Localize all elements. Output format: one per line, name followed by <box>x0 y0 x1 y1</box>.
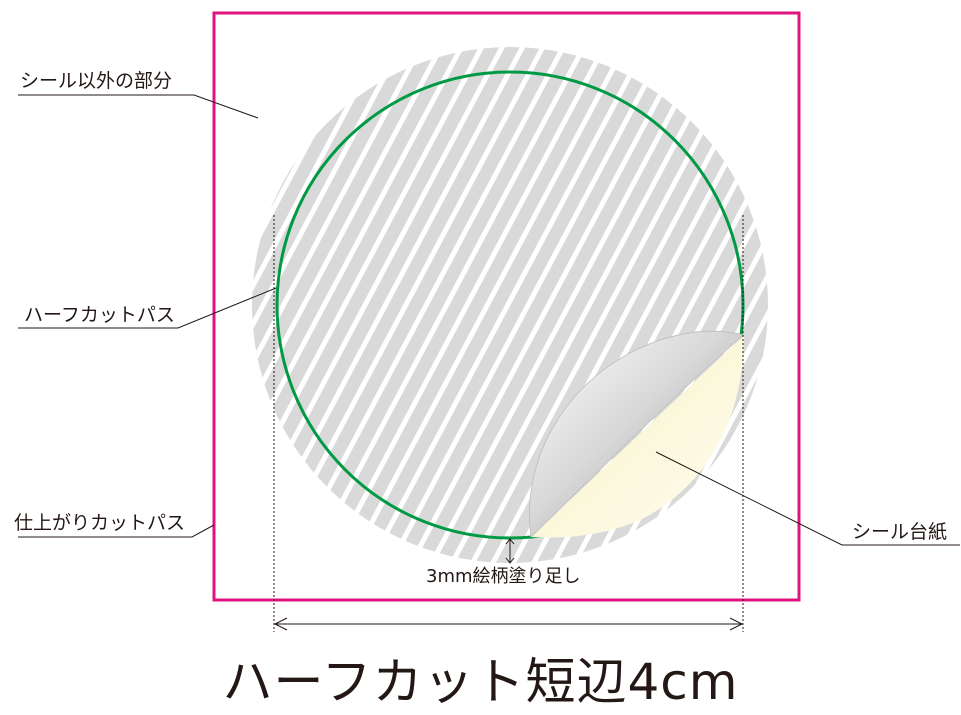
finish-cut-path-label: 仕上がりカットパス <box>14 512 186 534</box>
finish-cut-frame <box>212 11 801 602</box>
bleed-area-circle <box>252 47 768 563</box>
half-cut-path-label: ハーフカットパス <box>24 304 175 326</box>
backing-paper-label: シール台紙 <box>852 521 948 543</box>
peel-corner <box>529 330 745 538</box>
outside-area-label: シール以外の部分 <box>20 70 173 92</box>
backing-paper-shape <box>531 335 744 538</box>
leader-half-cut-path <box>18 287 277 329</box>
bleed-dimension-arrow <box>505 538 515 564</box>
leader-backing-paper <box>655 451 960 546</box>
leader-outside-area <box>18 94 259 119</box>
peeled-flap-shape <box>529 330 745 538</box>
leader-finish-cut-path <box>18 524 215 538</box>
width-dimension-arrow <box>273 617 744 631</box>
diagram-title: ハーフカット短辺4cm <box>222 653 739 711</box>
bleed-label: 3mm絵柄塗り足し <box>426 566 581 587</box>
